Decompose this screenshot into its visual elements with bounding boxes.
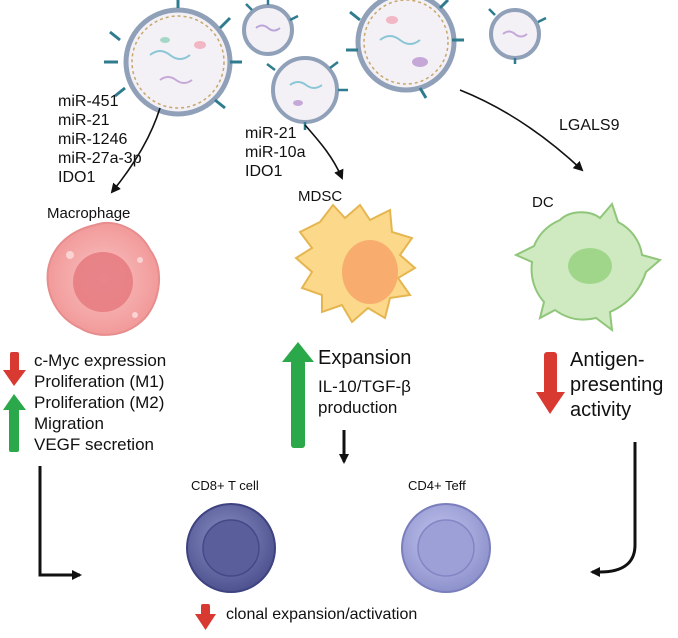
dc-label: DC	[532, 194, 554, 211]
arrow-to-mdsc	[304, 124, 344, 180]
cd8-label: CD8+ T cell	[191, 478, 259, 493]
cargo-item: miR-1246	[58, 131, 128, 148]
exosome-large-right	[346, 0, 464, 99]
mdsc-cell	[294, 203, 417, 324]
arrow-macrophage-to-tcells	[38, 466, 82, 580]
tcell-effect: clonal expansion/activation	[226, 606, 418, 623]
mdsc-up-effects: IL-10/TGF-β production	[318, 376, 411, 418]
cargo-item: IDO1	[245, 163, 283, 180]
arrow-to-macrophage	[110, 107, 161, 194]
exosome-mid	[266, 56, 348, 130]
effect-item: c-Myc expression	[34, 351, 167, 370]
cargo-item: miR-21	[58, 112, 110, 129]
mdsc-label: MDSC	[298, 188, 343, 205]
cargo-item: IDO1	[58, 169, 96, 186]
cargo-item: miR-451	[58, 93, 119, 110]
exosome-large-left	[104, 0, 242, 117]
cargo-item: LGALS9	[559, 117, 620, 134]
macrophage-down-arrow	[3, 352, 26, 386]
cd4-teff-cell	[401, 503, 491, 593]
dc-down-effects: Antigen- presenting activity	[570, 348, 663, 423]
effect-item: Migration	[34, 414, 104, 433]
effect-item: Antigen-	[570, 349, 645, 371]
cd4-label: CD4+ Teff	[408, 478, 466, 493]
cargo-item: miR-27a-3p	[58, 150, 142, 167]
effect-item: Proliferation (M2)	[34, 393, 165, 412]
effect-item: IL-10/TGF-β	[318, 377, 411, 396]
macrophage-cargo-list: miR-451 miR-21 miR-1246 miR-27a-3p IDO1	[58, 92, 142, 187]
effect-item: Proliferation (M1)	[34, 372, 165, 391]
arrow-to-dc	[459, 89, 584, 172]
macrophage-cell	[46, 222, 161, 336]
mdsc-up-arrow	[282, 342, 314, 448]
macrophage-up-arrow	[3, 394, 26, 452]
cargo-item: miR-10a	[245, 144, 306, 161]
dc-cargo-list: LGALS9	[559, 116, 619, 135]
tcell-down-arrow	[195, 604, 216, 630]
macrophage-down-effects: c-Myc expression Proliferation (M1) Prol…	[34, 350, 166, 455]
effect-item: activity	[570, 399, 632, 421]
exosome-small-right	[488, 8, 547, 64]
dc-down-arrow	[536, 352, 565, 414]
effect-item: production	[318, 398, 398, 417]
effect-item: presenting	[570, 374, 664, 396]
cargo-item: miR-21	[245, 125, 297, 142]
arrow-dc-to-tcells	[590, 442, 637, 577]
exosome-small-top	[242, 0, 299, 56]
mdsc-expansion: Expansion	[318, 347, 412, 369]
macrophage-label: Macrophage	[47, 205, 131, 222]
mdsc-cargo-list: miR-21 miR-10a IDO1	[245, 124, 305, 181]
effect-item: VEGF secretion	[34, 435, 154, 454]
cd8-t-cell	[186, 503, 276, 593]
dc-cell	[513, 202, 663, 333]
